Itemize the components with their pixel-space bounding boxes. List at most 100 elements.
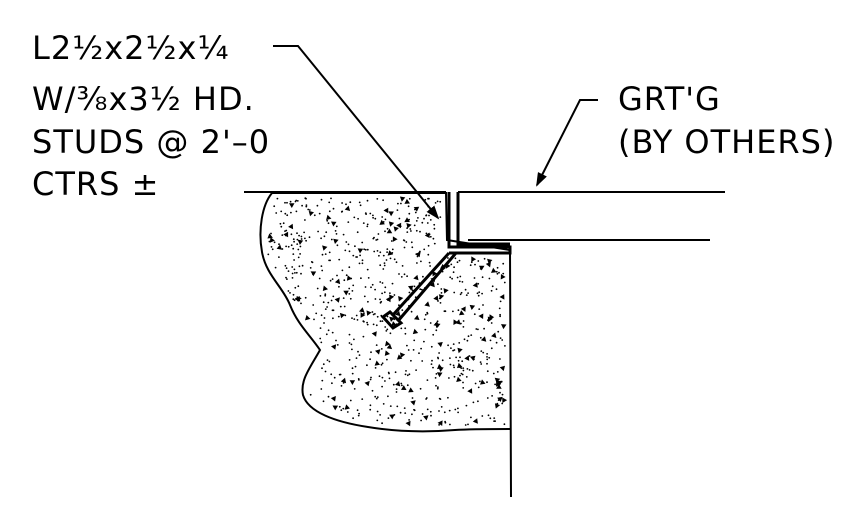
stipple-dot — [411, 413, 413, 416]
stipple-dot — [408, 212, 411, 215]
stipple-dot — [278, 256, 280, 258]
stipple-aggregate — [471, 256, 477, 262]
stipple-dot — [410, 310, 413, 313]
stipple-dot — [303, 231, 305, 234]
stipple-dot — [501, 393, 504, 396]
stipple-aggregate — [435, 323, 441, 329]
stipple-dot — [453, 291, 456, 294]
stipple-dot — [366, 223, 369, 226]
stipple-aggregate — [360, 312, 366, 318]
stipple-dot — [450, 347, 452, 349]
stipple-dot — [499, 337, 502, 339]
stipple-dot — [453, 266, 455, 269]
stipple-dot — [429, 219, 432, 221]
stipple-dot — [459, 275, 462, 278]
stipple-dot — [337, 315, 340, 318]
stipple-dot — [318, 277, 321, 280]
stipple-aggregate — [344, 404, 350, 410]
stipple-dot — [363, 295, 366, 298]
stipple-dot — [411, 289, 414, 292]
stipple-dot — [364, 286, 367, 288]
stipple-dot — [438, 352, 440, 354]
stipple-dot — [415, 220, 418, 222]
stipple-aggregate — [396, 354, 403, 360]
stipple-dot — [400, 382, 403, 385]
stipple-dot — [437, 386, 439, 389]
stipple-dot — [457, 309, 460, 312]
stipple-dot — [296, 200, 299, 202]
stipple-aggregate — [478, 265, 485, 271]
stipple-aggregate — [322, 245, 328, 251]
stipple-dot — [474, 382, 477, 385]
stipple-dot — [433, 242, 436, 245]
stipple-dot — [290, 244, 293, 247]
stipple-dot — [352, 254, 355, 257]
stipple-dot — [334, 230, 337, 232]
stipple-dot — [407, 298, 410, 301]
stipple-dot — [448, 409, 451, 412]
stipple-dot — [278, 243, 280, 246]
stipple-dot — [321, 253, 324, 256]
stipple-dot — [406, 275, 408, 278]
stipple-aggregate — [386, 344, 393, 350]
stipple-dot — [386, 358, 388, 361]
stipple-aggregate — [326, 214, 332, 221]
stipple-dot — [440, 292, 443, 294]
stipple-dot — [501, 402, 504, 405]
stipple-dot — [449, 357, 451, 359]
stipple-dot — [271, 248, 274, 251]
stipple-aggregate — [438, 294, 445, 300]
stipple-dot — [342, 233, 345, 236]
stipple-dot — [433, 223, 436, 226]
stipple-dot — [348, 342, 351, 344]
stipple-dot — [394, 371, 397, 374]
stipple-aggregate — [346, 275, 353, 281]
stipple-dot — [347, 221, 350, 224]
stipple-aggregate — [389, 414, 395, 420]
stipple-dot — [432, 333, 435, 336]
stipple-aggregate — [499, 365, 505, 372]
stipple-dot — [295, 199, 298, 202]
stipple-dot — [372, 237, 375, 240]
stipple-dot — [444, 420, 446, 423]
stipple-dot — [423, 248, 426, 251]
stipple-dot — [382, 268, 385, 270]
stipple-dot — [410, 241, 413, 244]
stipple-dot — [447, 344, 449, 347]
stipple-dot — [361, 262, 364, 265]
stipple-dot — [405, 241, 408, 243]
stipple-dot — [440, 288, 443, 290]
stipple-dot — [301, 204, 303, 207]
stipple-dot — [397, 309, 400, 312]
stipple-dot — [430, 345, 433, 348]
stipple-dot — [427, 253, 430, 256]
stipple-aggregate — [289, 203, 295, 208]
stipple-dot — [427, 205, 430, 208]
stipple-dot — [307, 208, 310, 211]
stipple-aggregate — [457, 362, 463, 369]
stipple-dot — [286, 201, 288, 204]
stipple-dot — [345, 274, 348, 277]
stipple-dot — [501, 339, 504, 341]
stipple-dot — [379, 264, 382, 267]
stipple-aggregate — [408, 285, 414, 291]
stipple-dot — [343, 279, 346, 282]
stipple-dot — [308, 209, 311, 211]
stipple-aggregate — [453, 319, 459, 325]
stipple-dot — [399, 411, 402, 414]
stipple-dot — [293, 299, 296, 302]
stipple-dot — [379, 251, 382, 254]
stipple-dot — [398, 304, 400, 307]
stipple-dot — [327, 301, 330, 304]
stipple-dot — [407, 205, 410, 208]
stipple-dot — [448, 377, 450, 379]
stipple-dot — [374, 288, 376, 291]
stipple-dot — [453, 375, 456, 378]
stipple-dot — [324, 293, 327, 296]
stipple-dot — [378, 375, 381, 378]
stipple-aggregate — [423, 415, 429, 421]
stipple-aggregate — [340, 377, 347, 384]
stipple-dot — [294, 286, 297, 289]
steel-angle — [447, 192, 512, 255]
stipple-dot — [490, 289, 493, 292]
